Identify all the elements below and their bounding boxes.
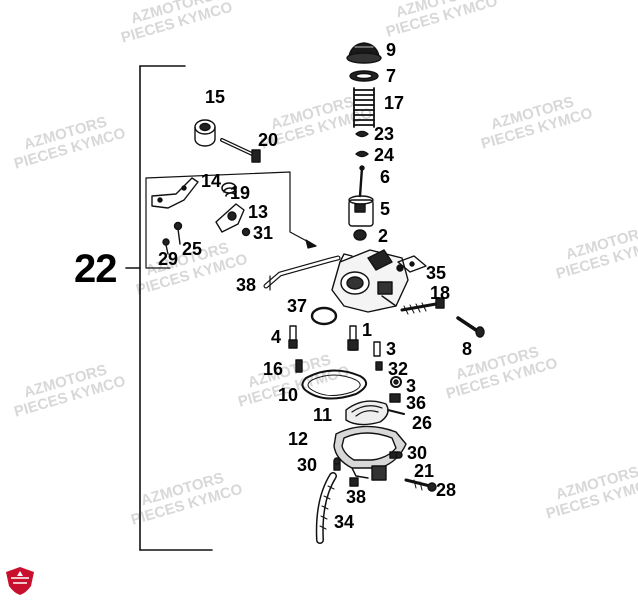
jet-needle [358, 165, 365, 198]
callout-11: 11 [313, 405, 333, 425]
callout-3-upper: 3 [386, 339, 397, 359]
callout-3-lower: 3 [406, 376, 417, 396]
drain-screw [404, 478, 437, 492]
callout-38-lower: 38 [346, 487, 367, 507]
throttle-slide [348, 195, 374, 227]
cover-plate [397, 255, 427, 273]
callout-1: 1 [362, 320, 373, 340]
drain-hose-clamp [349, 477, 359, 487]
intake-o-ring [310, 306, 338, 326]
callout-12: 12 [288, 429, 309, 449]
choke-lever [215, 203, 245, 233]
callout-19: 19 [230, 183, 251, 203]
choke-shaft [220, 138, 261, 163]
assembly-bracket [125, 65, 213, 551]
callout-17: 17 [384, 93, 405, 113]
callout-37: 37 [287, 296, 308, 316]
callout-13: 13 [248, 202, 269, 222]
callout-26: 26 [412, 413, 433, 433]
callout-32: 32 [388, 359, 409, 379]
callout-8: 8 [462, 339, 473, 359]
callout-10: 10 [278, 385, 299, 405]
callout-7: 7 [386, 66, 397, 86]
choke-spring [221, 182, 237, 197]
callout-31: 31 [253, 223, 274, 243]
callout-20: 20 [258, 130, 279, 150]
callout-29: 29 [158, 249, 179, 269]
callout-30-left: 30 [297, 455, 318, 475]
pilot-jet [288, 325, 298, 349]
azmotors-logo-icon [6, 567, 34, 595]
main-jet [295, 359, 303, 373]
callout-25: 25 [182, 239, 203, 259]
callout-9: 9 [386, 40, 397, 60]
callout-6: 6 [380, 167, 391, 187]
float [345, 400, 389, 426]
callout-15: 15 [205, 87, 226, 107]
callout-5: 5 [380, 199, 391, 219]
vent-pipe-upper [263, 255, 341, 291]
drain-hose [315, 472, 337, 544]
callout-28: 28 [436, 480, 457, 500]
callout-14: 14 [201, 171, 222, 191]
slide-seal [353, 229, 367, 241]
callout-18: 18 [430, 283, 451, 303]
callout-21: 21 [414, 461, 435, 481]
choke-bushing [194, 119, 216, 147]
callout-35: 35 [426, 263, 447, 283]
callout-34: 34 [334, 512, 355, 532]
callout-23: 23 [374, 124, 395, 144]
cap-o-ring [349, 70, 379, 82]
callout-38-upper: 38 [236, 275, 257, 295]
carburetor-body [331, 249, 409, 313]
float-bowl-gasket [301, 369, 367, 400]
choke-bracket [151, 177, 199, 209]
pilot-screw [400, 297, 445, 315]
throttle-spring [353, 87, 375, 128]
jet-holder-parts [373, 341, 402, 403]
needle-retainer [355, 150, 369, 158]
needle-jet [347, 325, 359, 351]
assembly-label: 22 [74, 247, 117, 291]
chamber-screws [333, 451, 403, 471]
float-chamber [333, 425, 407, 481]
bracket-screws [162, 221, 183, 255]
float-pin [387, 409, 405, 415]
lever-screw [241, 227, 251, 237]
callout-16: 16 [263, 359, 284, 379]
callout-36: 36 [406, 393, 427, 413]
idle-adjust-screw [456, 316, 485, 338]
callout-4: 4 [271, 327, 282, 347]
callout-2: 2 [378, 226, 389, 246]
carburetor-top-cap [346, 42, 382, 64]
choke-assembly-frame [145, 171, 317, 269]
needle-clip [355, 130, 369, 138]
callout-30-right: 30 [407, 443, 428, 463]
callout-24: 24 [374, 145, 395, 165]
